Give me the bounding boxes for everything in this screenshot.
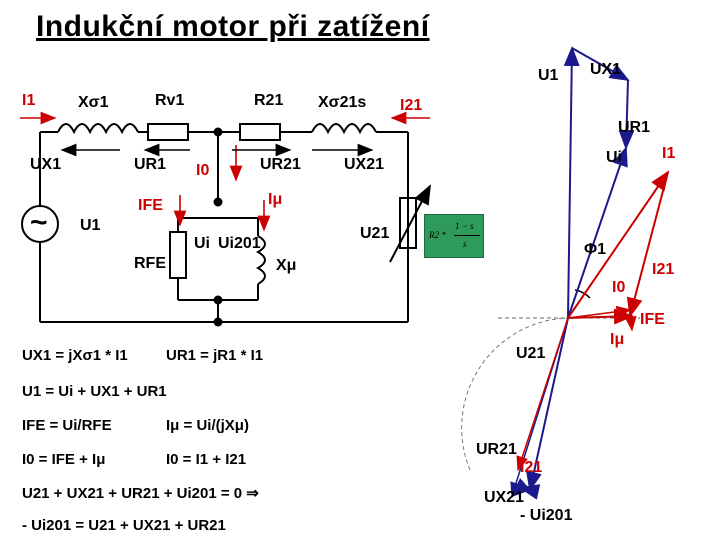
variable-arrow: [389, 184, 431, 263]
equation-i0-i1: I0 = I1 + I21: [166, 451, 247, 468]
equation-secondary-sum: U21 + UX21 + UR21 + Ui201 = 0 ⇒: [22, 485, 259, 502]
variable-resistor: [399, 197, 417, 249]
phasor-label-phi1: Φ1: [584, 241, 607, 258]
slide-title: Indukční motor při zatížení: [36, 10, 430, 43]
u1-phasor: [563, 46, 580, 319]
phasor-label-minus-ui201: - Ui201: [520, 507, 573, 524]
label-ui: Ui: [194, 235, 210, 252]
label-ur1: UR1: [134, 156, 167, 173]
label-ife: IFE: [138, 197, 163, 214]
formula-r2: R2 *: [429, 230, 446, 240]
phasor-label-ux21: UX21: [484, 489, 525, 506]
i21-phasor: [626, 171, 669, 318]
ui-phasor: [567, 146, 628, 319]
x-sigma21s-inductor: [311, 123, 377, 135]
label-ui201: Ui201: [218, 235, 261, 252]
u21-phasor: [526, 317, 569, 492]
phasor-label-i21-lower: I21: [520, 459, 543, 476]
phi1-arc: [574, 289, 591, 299]
label-i21: I21: [400, 97, 423, 114]
phasor-label-ux1: UX1: [590, 61, 622, 78]
phasor-label-ui: Ui: [606, 149, 622, 166]
rv1-resistor: [147, 123, 189, 141]
r21-resistor: [239, 123, 281, 141]
ux1-phasor: [571, 47, 630, 81]
label-ux21: UX21: [344, 156, 385, 173]
label-u21: U21: [360, 225, 390, 242]
equation-u1: U1 = Ui + UX1 + UR1: [22, 383, 167, 400]
label-u1: U1: [80, 217, 101, 234]
ife-phasor: [567, 305, 632, 319]
x-sigma1-inductor: [57, 123, 139, 135]
label-r21: R21: [254, 92, 284, 109]
label-i1: I1: [22, 92, 36, 109]
phasor-label-imu: Iμ: [610, 331, 625, 348]
formula-fraction-bar: [454, 235, 480, 236]
phasor-label-i0: I0: [612, 279, 626, 296]
x-mu-inductor: [255, 235, 266, 285]
reference-arc: [461, 317, 569, 471]
phasor-label-u1: U1: [538, 67, 559, 84]
phasor-label-i1: I1: [662, 145, 676, 162]
label-rfe: RFE: [134, 255, 166, 272]
formula-denominator: s: [463, 239, 467, 249]
load-resistance-formula: R2 * 1 − s s: [424, 214, 484, 258]
label-ux1: UX1: [30, 156, 62, 173]
circuit-arrows: [20, 111, 430, 232]
formula-numerator: 1 − s: [455, 221, 474, 231]
label-x-sigma21s: Xσ21s: [318, 94, 367, 111]
equation-minus-ui201: - Ui201 = U21 + UX21 + UR21: [22, 517, 226, 534]
label-rv1: Rv1: [155, 92, 185, 109]
equation-imu: Iμ = Ui/(jXμ): [166, 417, 249, 434]
rfe-resistor: [169, 231, 187, 279]
label-ur21: UR21: [260, 156, 301, 173]
label-imu: Iμ: [268, 191, 283, 208]
source-symbol: ~: [30, 206, 48, 239]
i21-lower-phasor: [516, 317, 569, 472]
phasor-label-ife: IFE: [640, 311, 665, 328]
phasor-diagram: [461, 46, 670, 500]
imu-phasor: [624, 309, 637, 332]
phasor-label-ur21: UR21: [476, 441, 517, 458]
phasor-label-ur1: UR1: [618, 119, 651, 136]
equation-ur1: UR1 = jR1 * I1: [166, 347, 264, 364]
label-x-sigma1: Xσ1: [78, 94, 109, 111]
i1-phasor: [567, 170, 670, 319]
equation-ux1: UX1 = jXσ1 * I1: [22, 347, 128, 364]
equation-ife: IFE = Ui/RFE: [22, 417, 112, 434]
label-i0: I0: [196, 162, 210, 179]
phasor-label-u21: U21: [516, 345, 546, 362]
equation-i0-ife: I0 = IFE + Iμ: [22, 451, 106, 468]
ur1-phasor: [618, 79, 635, 150]
phasor-label-i21: I21: [652, 261, 675, 278]
terminals: [213, 127, 223, 327]
label-x-mu: Xμ: [276, 257, 297, 274]
